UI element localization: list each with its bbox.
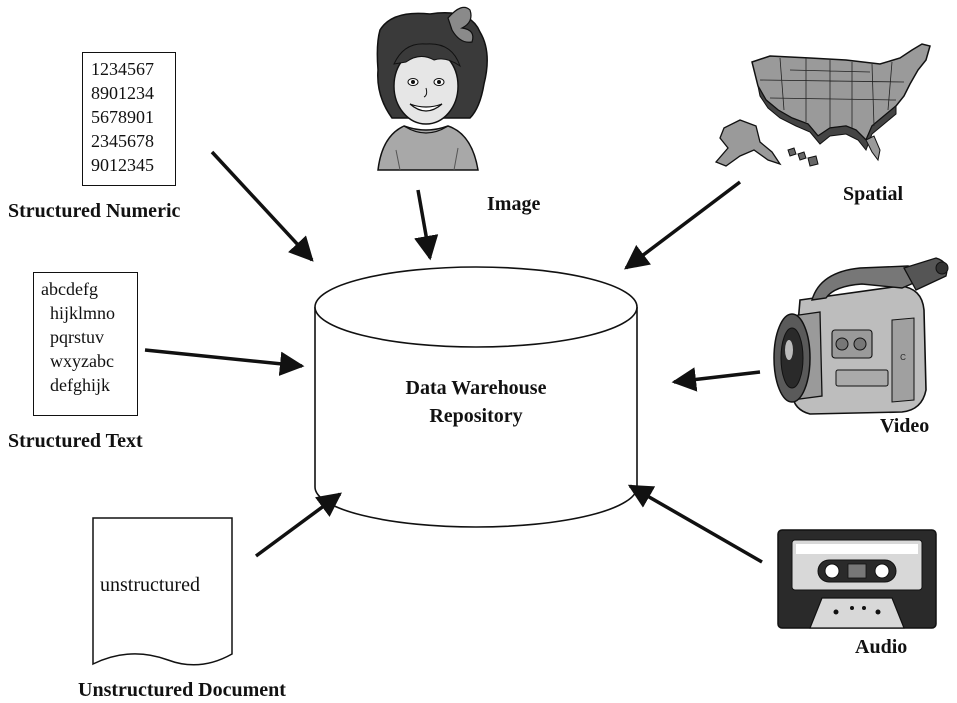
label-spatial: Spatial — [843, 183, 904, 205]
text-row: abcdefg — [41, 279, 98, 299]
arrow-unstructured-document — [254, 492, 342, 558]
label-unstructured-document: Unstructured Document — [78, 679, 286, 701]
label-structured-text: Structured Text — [8, 430, 143, 452]
numeric-row: 8901234 — [91, 83, 154, 103]
numeric-row: 2345678 — [91, 131, 154, 151]
numeric-data-box: 1234567 8901234 5678901 2345678 9012345 — [82, 52, 176, 186]
arrow-spatial — [624, 180, 742, 270]
text-row: wxyzabc — [50, 351, 114, 371]
numeric-row: 5678901 — [91, 107, 154, 127]
label-audio: Audio — [855, 636, 908, 658]
us-map-icon — [714, 43, 931, 167]
label-structured-numeric: Structured Numeric — [8, 200, 181, 222]
repository-label: Data Warehouse Repository — [356, 374, 596, 430]
camcorder-icon: C — [773, 257, 949, 415]
text-data-box: abcdefg hijklmno pqrstuv wxyzabc defghij… — [33, 272, 138, 416]
arrow-image — [414, 189, 439, 261]
girl-portrait-icon — [376, 6, 488, 171]
numeric-row: 1234567 — [91, 59, 154, 79]
label-image: Image — [487, 193, 541, 215]
document-icon — [92, 517, 233, 666]
repository-title-line2: Repository — [429, 405, 523, 427]
text-row: hijklmno — [50, 303, 116, 323]
document-content-text: unstructured — [100, 574, 200, 596]
arrow-structured-text — [144, 348, 305, 376]
arrow-video — [671, 367, 761, 392]
repository-cylinder — [314, 266, 638, 528]
arrow-structured-numeric — [210, 150, 314, 262]
text-row: defghijk — [50, 375, 110, 395]
text-row: pqrstuv — [50, 327, 104, 347]
repository-title-line1: Data Warehouse — [405, 377, 547, 399]
cassette-tape-icon — [777, 529, 937, 629]
label-video: Video — [880, 415, 930, 437]
numeric-row: 9012345 — [91, 155, 154, 175]
svg-text:C: C — [900, 353, 906, 362]
arrow-audio — [627, 484, 763, 564]
